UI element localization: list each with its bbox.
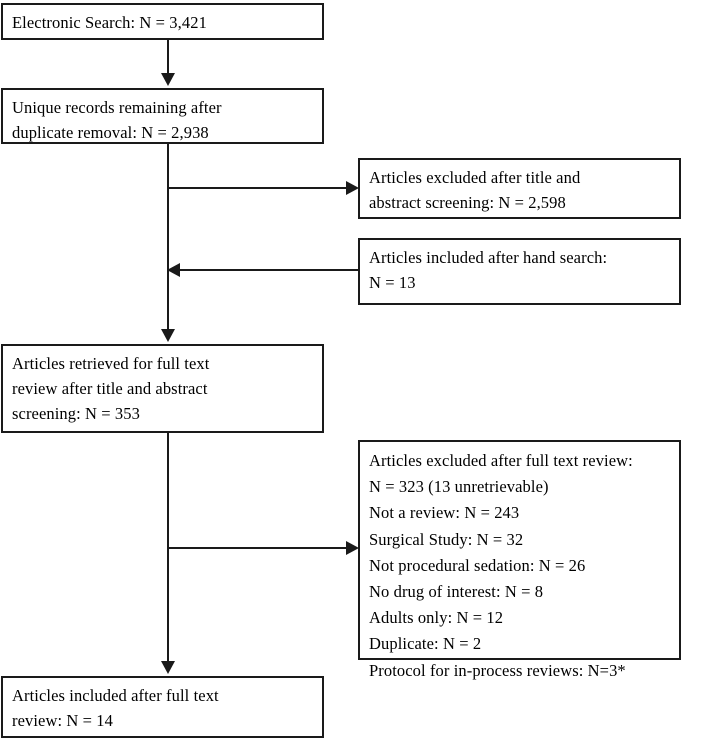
connector-unique-to-retrieved bbox=[167, 143, 169, 331]
arrowhead-to-excluded-title-abstract bbox=[346, 181, 359, 195]
node-excluded-title-abstract: Articles excluded after title and abstra… bbox=[358, 158, 681, 219]
node-retrieved-full-text: Articles retrieved for full text review … bbox=[1, 344, 324, 433]
node-electronic-search: Electronic Search: N = 3,421 bbox=[1, 3, 324, 40]
arrowhead-unique-to-retrieved bbox=[161, 329, 175, 342]
node-retrieved-full-text-label: Articles retrieved for full text review … bbox=[12, 354, 210, 423]
connector-to-excluded-full-text bbox=[167, 547, 352, 549]
node-excluded-full-text-label: Articles excluded after full text review… bbox=[369, 451, 633, 680]
node-electronic-search-label: Electronic Search: N = 3,421 bbox=[12, 13, 207, 32]
node-included-hand-search: Articles included after hand search: N =… bbox=[358, 238, 681, 305]
arrowhead-to-excluded-full-text bbox=[346, 541, 359, 555]
connector-from-hand-search bbox=[180, 269, 358, 271]
node-excluded-title-abstract-label: Articles excluded after title and abstra… bbox=[369, 168, 581, 212]
connector-search-to-unique bbox=[167, 40, 169, 75]
node-included-full-text: Articles included after full text review… bbox=[1, 676, 324, 738]
node-unique-records-label: Unique records remaining after duplicate… bbox=[12, 98, 222, 142]
node-unique-records: Unique records remaining after duplicate… bbox=[1, 88, 324, 144]
node-excluded-full-text: Articles excluded after full text review… bbox=[358, 440, 681, 680]
connector-to-excluded-title-abstract bbox=[167, 187, 352, 189]
arrowhead-search-to-unique bbox=[161, 73, 175, 86]
arrowhead-from-hand-search bbox=[167, 263, 180, 277]
node-included-hand-search-label: Articles included after hand search: N =… bbox=[369, 248, 608, 292]
node-included-full-text-label: Articles included after full text review… bbox=[12, 686, 219, 730]
arrowhead-retrieved-to-included bbox=[161, 661, 175, 674]
